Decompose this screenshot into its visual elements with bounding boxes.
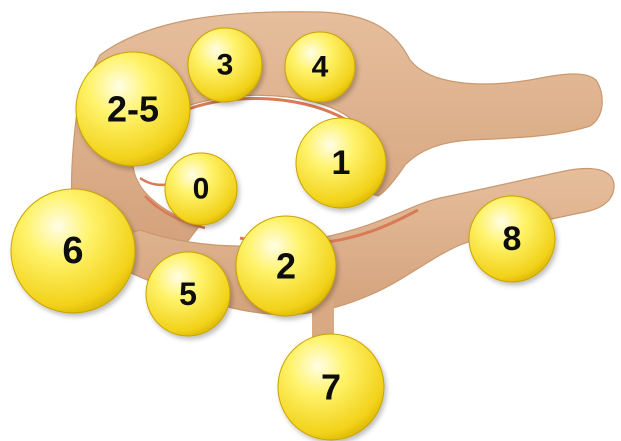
node-label: 8 bbox=[503, 220, 522, 258]
node-2-5: 2-5 bbox=[75, 51, 191, 167]
node-circle bbox=[284, 31, 356, 103]
node-circle bbox=[164, 152, 238, 226]
node-label: 2 bbox=[276, 246, 296, 287]
node-5: 5 bbox=[145, 251, 231, 337]
node-7: 7 bbox=[277, 333, 385, 441]
node-circle bbox=[10, 188, 136, 314]
node-label: 0 bbox=[193, 173, 210, 206]
node-layer: 6 5 2 0 1 2-5 3 4 7 8 bbox=[10, 27, 556, 441]
node-label: 2-5 bbox=[107, 89, 159, 130]
node-circle bbox=[235, 215, 337, 317]
node-circle bbox=[187, 27, 263, 103]
node-2: 2 bbox=[235, 215, 337, 317]
node-4: 4 bbox=[284, 31, 356, 103]
node-3: 3 bbox=[187, 27, 263, 103]
node-circle bbox=[277, 333, 385, 441]
node-circle bbox=[295, 117, 387, 209]
node-label: 3 bbox=[217, 49, 234, 82]
node-label: 1 bbox=[332, 144, 351, 182]
node-1: 1 bbox=[295, 117, 387, 209]
node-circle bbox=[145, 251, 231, 337]
node-label: 5 bbox=[179, 276, 197, 312]
node-6: 6 bbox=[10, 188, 136, 314]
node-label: 6 bbox=[62, 230, 83, 272]
node-circle bbox=[468, 195, 556, 283]
node-label: 7 bbox=[321, 367, 341, 408]
node-circle bbox=[75, 51, 191, 167]
node-0: 0 bbox=[164, 152, 238, 226]
node-label: 4 bbox=[312, 51, 329, 84]
node-8: 8 bbox=[468, 195, 556, 283]
